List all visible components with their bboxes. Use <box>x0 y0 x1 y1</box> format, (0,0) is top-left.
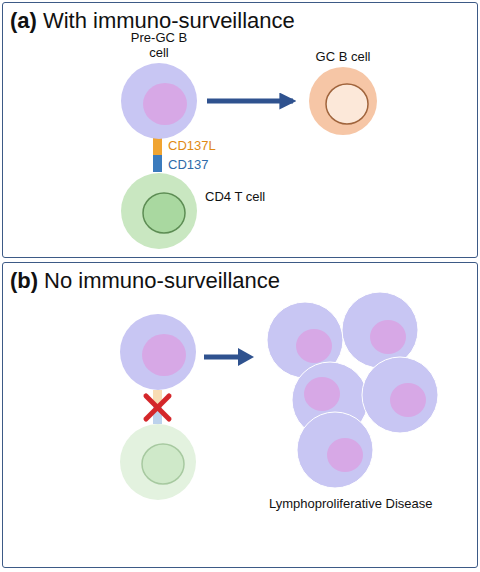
arrow <box>207 99 293 104</box>
panel-letter: (a) <box>10 8 37 33</box>
cell: CD4 T cell <box>121 173 265 249</box>
b-cell <box>120 314 196 390</box>
cell-shape <box>309 67 377 135</box>
arrow <box>204 355 240 360</box>
panel: (a)With immuno-surveillancePre-GC B cell… <box>2 2 478 258</box>
cd137l-ligand <box>153 138 162 155</box>
panel: (b)No immuno-surveillance <box>2 262 478 568</box>
nucleus <box>142 334 186 376</box>
blocked-mark <box>146 396 169 419</box>
panel-title: (b)No immuno-surveillance <box>10 268 280 294</box>
cell-cluster <box>267 292 438 488</box>
receptor-label: CD137 <box>168 157 208 172</box>
cell-label: GC B cell <box>309 49 377 64</box>
arrow-head <box>238 348 254 366</box>
panel-heading: With immuno-surveillance <box>43 8 295 33</box>
panel-letter: (b) <box>10 268 38 293</box>
cd137-receptor <box>153 155 162 172</box>
t-cell-faded <box>120 424 196 500</box>
cell-shape <box>121 63 197 139</box>
cell: Pre-GC B cell <box>121 30 197 139</box>
disease-label: Lymphoproliferative Disease <box>269 496 433 511</box>
cell-shape <box>121 173 197 249</box>
ligand-label: CD137L <box>168 138 216 153</box>
nucleus <box>142 444 184 484</box>
cell: GC B cell <box>309 49 377 135</box>
panel-heading: No immuno-surveillance <box>44 268 280 293</box>
cell-label: CD4 T cell <box>205 189 265 204</box>
cell-label: Pre-GC B cell <box>121 30 197 60</box>
